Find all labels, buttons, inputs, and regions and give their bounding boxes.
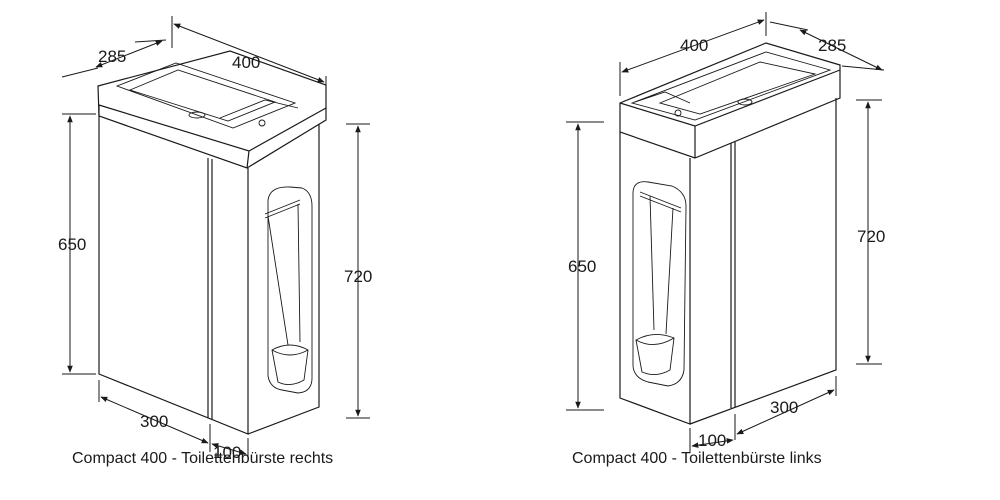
left-dim-door-width-label: 300 <box>140 412 168 431</box>
left-dim-width-label: 400 <box>232 53 260 72</box>
right-tap-hole <box>674 109 682 117</box>
right-brush-cup <box>635 334 675 375</box>
left-tap-hole <box>258 119 266 127</box>
right-dim-depth: 285 <box>769 21 885 71</box>
right-dim-depth-label: 285 <box>818 36 846 55</box>
right-dim-side-width: 100 <box>689 428 734 452</box>
left-dim-side-width-label: 100 <box>213 443 241 462</box>
right-dim-side-width-label: 100 <box>698 431 726 450</box>
left-dim-height-front: 650 <box>58 113 96 375</box>
right-dim-height-front-label: 650 <box>568 257 596 276</box>
right-brush-niche <box>632 181 687 387</box>
left-cabinet-front <box>98 116 249 435</box>
right-dim-height-total: 720 <box>856 99 885 365</box>
right-dim-width-label: 400 <box>680 36 708 55</box>
left-dim-height-total: 720 <box>344 123 372 419</box>
left-cabinet-drawing: 285 400 650 720 300 10 <box>58 16 372 467</box>
left-side-panel <box>247 124 320 435</box>
right-drain <box>737 98 753 106</box>
right-cabinet-drawing: 400 285 650 720 300 10 <box>566 12 885 467</box>
left-basin-front-edge <box>98 104 327 169</box>
right-cabinet-front <box>619 132 691 425</box>
left-caption: Compact 400 - Toilettenbürste rechts <box>72 450 333 467</box>
left-dim-height-total-label: 720 <box>344 267 372 286</box>
right-dim-door-width-label: 300 <box>770 398 798 417</box>
left-dim-depth: 285 <box>61 39 167 78</box>
left-dim-depth-label: 285 <box>98 47 126 66</box>
left-basin-top <box>97 50 327 169</box>
left-brush-cup <box>271 344 309 385</box>
left-basin-bowl <box>115 62 299 129</box>
left-dim-door-width: 300 <box>98 380 211 452</box>
right-dim-door-width: 300 <box>734 376 837 440</box>
left-dim-width: 400 <box>171 16 327 100</box>
right-door <box>689 98 837 425</box>
right-basin-front-edge <box>619 69 841 158</box>
right-brush-handle <box>639 191 682 335</box>
left-door-divider <box>207 158 213 420</box>
left-brush-handle <box>264 199 301 346</box>
left-drain <box>188 111 206 119</box>
left-brush-niche <box>267 186 313 394</box>
right-door-divider <box>730 142 736 408</box>
left-dim-height-front-label: 650 <box>58 235 86 254</box>
right-dim-width: 400 <box>619 12 767 96</box>
right-dim-height-front: 650 <box>566 121 604 411</box>
right-dim-height-total-label: 720 <box>857 227 885 246</box>
left-dim-side-width: 100 <box>211 438 249 462</box>
right-caption: Compact 400 - Toilettenbürste links <box>572 450 822 467</box>
